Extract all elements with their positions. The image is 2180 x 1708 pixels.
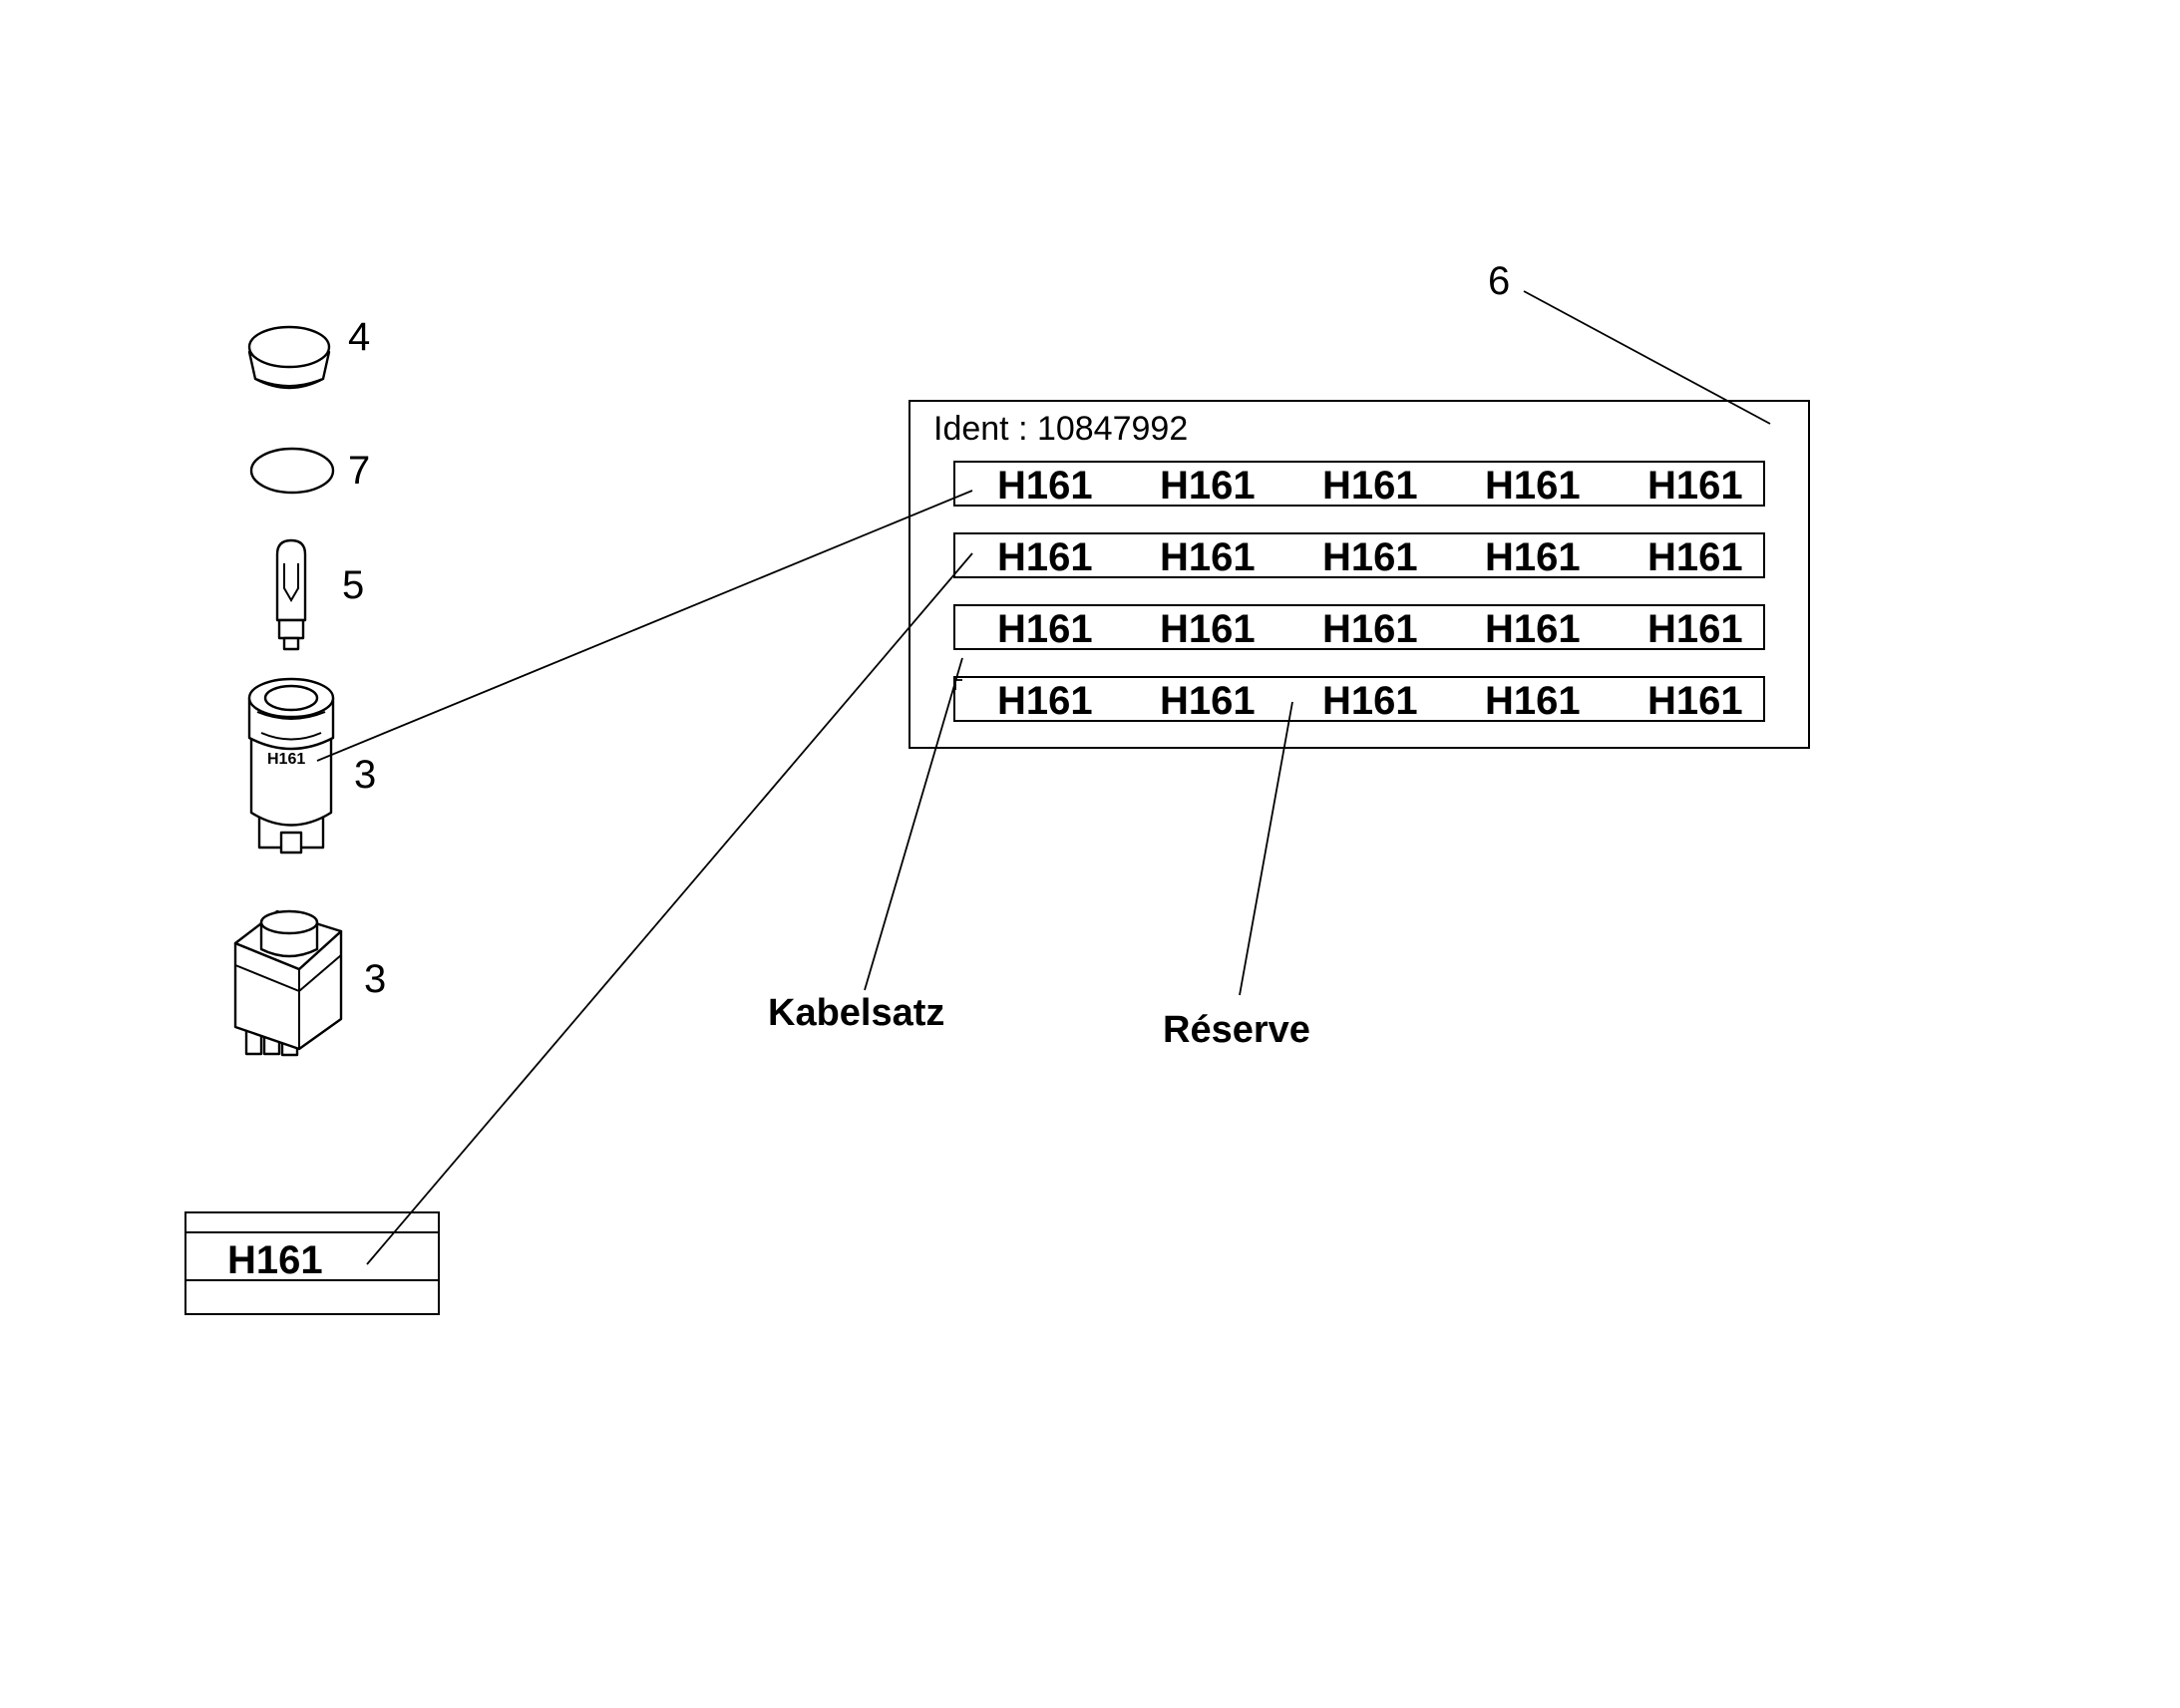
round-switch-part: H161 (247, 677, 335, 854)
leader-reserve (1239, 701, 1293, 996)
label-cell: H161 (1485, 679, 1581, 723)
label-cell: H161 (1485, 535, 1581, 579)
label-cell: H161 (1322, 607, 1418, 651)
label-cell: H161 (997, 535, 1093, 579)
switch-label-text: H161 (267, 751, 305, 768)
label-cell: H161 (1160, 535, 1256, 579)
single-label: H161 (184, 1211, 440, 1315)
callout-o-ring: 7 (348, 449, 370, 493)
callout-label-sheet: 6 (1488, 259, 1510, 303)
callout-switch-round: 3 (354, 753, 376, 797)
callout-bulb: 5 (342, 563, 364, 607)
label-cell: H161 (1647, 464, 1743, 508)
label-cell: H161 (1160, 679, 1256, 723)
leader-switch-label (316, 490, 973, 762)
leader-lines (316, 290, 1771, 1265)
label-sheet-ident: Ident : 10847992 (933, 410, 1188, 448)
label-cell: H161 (1647, 679, 1743, 723)
label-row (953, 461, 1765, 507)
single-label-text: H161 (227, 1238, 323, 1282)
callout-cap: 4 (348, 315, 370, 359)
label-cell: H161 (997, 679, 1093, 723)
label-cell: H161 (1485, 607, 1581, 651)
label-cell: H161 (1647, 535, 1743, 579)
label-cell: H161 (1160, 464, 1256, 508)
caption-reserve: Réserve (1163, 1009, 1310, 1051)
label-row (953, 532, 1765, 578)
cap-part (247, 325, 331, 390)
label-row (953, 676, 1765, 722)
label-cell: H161 (1160, 607, 1256, 651)
label-cell: H161 (1322, 679, 1418, 723)
leader-cable-set (864, 657, 963, 991)
square-switch-part (233, 909, 343, 1057)
leader-label-sheet (1523, 290, 1771, 425)
leader-single-label (366, 552, 973, 1265)
label-row (953, 604, 1765, 650)
label-cell: H161 (1322, 535, 1418, 579)
caption-cable-set: Kabelsatz (768, 992, 944, 1034)
label-cell: H161 (997, 464, 1093, 508)
label-cell: H161 (1647, 607, 1743, 651)
label-cell: H161 (997, 607, 1093, 651)
callout-switch-square: 3 (364, 957, 386, 1001)
bulb-part (275, 538, 307, 651)
label-cell: H161 (1485, 464, 1581, 508)
label-cell: H161 (1322, 464, 1418, 508)
leader-cable-set-tick (954, 679, 962, 690)
o-ring-part (249, 447, 335, 495)
